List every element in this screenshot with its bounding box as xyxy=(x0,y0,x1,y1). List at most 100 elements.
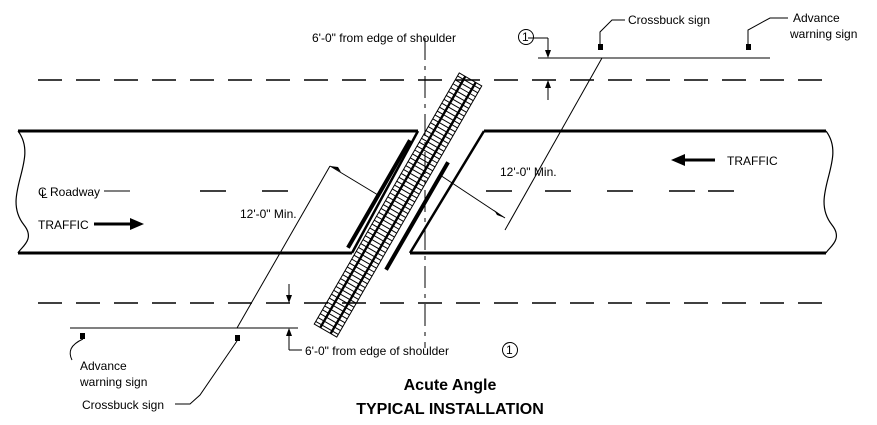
advance-label-bottom-1: Advance xyxy=(80,359,127,373)
min-dim-right xyxy=(439,174,506,219)
track-tie xyxy=(430,122,454,137)
crossing-panel-left xyxy=(346,139,412,249)
track-tie xyxy=(448,91,472,105)
track-tie xyxy=(346,266,371,281)
track-tie xyxy=(441,102,465,117)
track-tie xyxy=(382,204,407,218)
note-circle-bottom xyxy=(502,342,518,358)
diagram-title: Acute Angle xyxy=(404,377,497,394)
sign-line-bottom xyxy=(236,165,331,329)
note-circle-top xyxy=(518,29,534,45)
crossbuck-label-bottom: Crossbuck sign xyxy=(82,398,164,412)
centerline-symbol-sub: L xyxy=(41,187,48,201)
track-tie xyxy=(315,321,339,335)
note-number-bottom: 1 xyxy=(506,343,513,357)
dim-arrow-bottom-1 xyxy=(286,295,292,303)
track-tie xyxy=(378,211,402,226)
traffic-label-right: TRAFFIC xyxy=(727,154,778,168)
track-tie xyxy=(355,250,380,265)
track-tie xyxy=(360,243,384,257)
track-tie xyxy=(454,79,479,94)
track-tie xyxy=(407,161,431,176)
track-tie xyxy=(405,165,429,180)
track-tie xyxy=(436,110,461,125)
track-tie xyxy=(403,169,427,183)
min-arrow-left xyxy=(330,166,341,172)
dim-arrow-top-1 xyxy=(545,50,551,58)
track-tie xyxy=(385,200,409,215)
track-tie xyxy=(391,188,416,203)
track-tie xyxy=(371,223,395,238)
track-tie xyxy=(376,215,400,230)
track-tie xyxy=(362,239,386,254)
centerline-symbol: C xyxy=(38,185,47,199)
track-tie xyxy=(340,278,364,293)
track-tie xyxy=(342,274,366,289)
track-tie xyxy=(421,137,445,152)
track-tie xyxy=(409,157,434,172)
track-tie xyxy=(396,180,420,195)
traffic-label-left: TRAFFIC xyxy=(38,218,89,232)
dim-arrow-bottom-2 xyxy=(286,328,292,336)
track-tie xyxy=(373,219,398,234)
track-tie xyxy=(398,176,422,191)
track-tie xyxy=(389,192,413,207)
dim-arrow-top-2 xyxy=(545,80,551,88)
advance-label-top-1: Advance xyxy=(793,11,840,25)
track-tie xyxy=(445,95,470,109)
track-tie xyxy=(353,254,377,269)
track-tie xyxy=(369,227,393,242)
leader-crossbuck-bottom xyxy=(175,340,238,405)
shoulder-label-top: 6'-0" from edge of shoulder xyxy=(312,31,456,45)
track-tie xyxy=(432,118,456,133)
track-ties xyxy=(313,72,483,338)
diagram-subtitle: TYPICAL INSTALLATION xyxy=(356,401,544,418)
track-tie xyxy=(351,258,375,273)
track-tie xyxy=(423,133,447,148)
crossbuck-sign-top-icon xyxy=(598,44,603,50)
track-tie xyxy=(367,231,391,246)
advance-sign-top-icon xyxy=(746,44,751,50)
min-label-right: 12'-0" Min. xyxy=(500,165,557,179)
min-arrow-right xyxy=(494,210,505,218)
traffic-arrow-right xyxy=(94,218,144,230)
track-tie xyxy=(452,83,476,98)
track-tie xyxy=(331,293,355,308)
track-tie xyxy=(418,141,443,156)
traffic-arrow-left xyxy=(671,154,715,166)
rail-2 xyxy=(329,81,477,335)
track-tie xyxy=(425,130,449,144)
road-break-left xyxy=(15,130,30,254)
track-tie xyxy=(319,313,344,328)
track-tie xyxy=(335,285,359,300)
crossbuck-sign-bottom-icon xyxy=(235,335,240,341)
leader-advance-bottom xyxy=(69,338,84,361)
track-tie xyxy=(414,149,438,164)
track-tie xyxy=(434,114,458,129)
track-tie xyxy=(380,208,404,222)
railroad-track xyxy=(313,72,483,338)
road-break-right xyxy=(823,130,838,254)
track-tie xyxy=(364,235,389,250)
pavement-cut-left xyxy=(350,130,420,254)
track-tie xyxy=(387,196,411,211)
note-number-top: 1 xyxy=(522,30,529,44)
leader-crossbuck-top xyxy=(599,19,625,44)
track-tie xyxy=(443,98,467,113)
sign-line-top xyxy=(504,57,603,231)
crossing-panel-right xyxy=(384,161,450,271)
roadway-label: Roadway xyxy=(50,185,100,199)
crossbuck-label-top: Crossbuck sign xyxy=(628,13,710,27)
track-tie xyxy=(450,87,474,102)
track-tie xyxy=(344,270,368,285)
track-tie xyxy=(337,282,362,296)
pavement-cut-right xyxy=(408,130,486,254)
min-label-left: 12'-0" Min. xyxy=(240,207,297,221)
track-tie xyxy=(358,246,382,261)
track-tie xyxy=(326,301,350,316)
track-tie xyxy=(439,106,463,121)
track-tie xyxy=(328,297,353,312)
min-dim-left xyxy=(329,165,379,196)
